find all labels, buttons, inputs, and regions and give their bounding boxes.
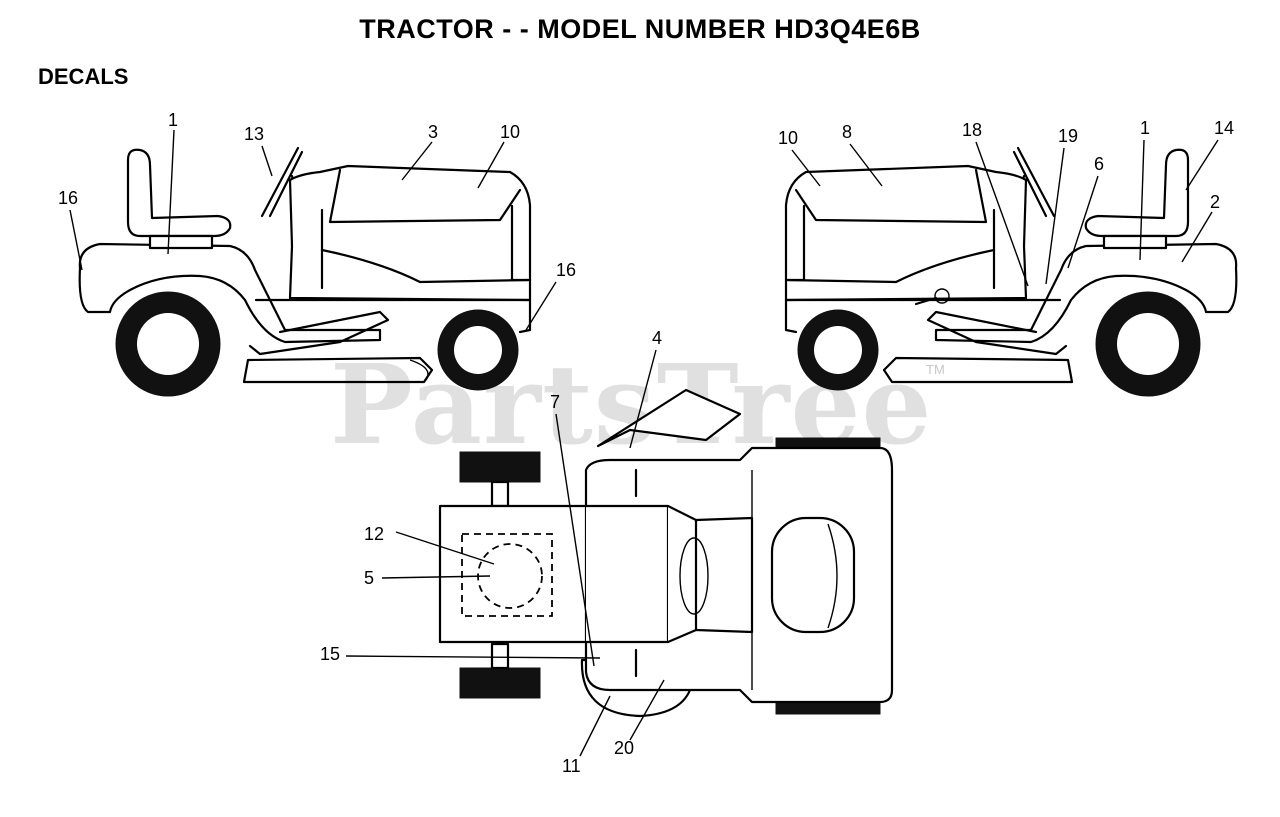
callout-label: 19 bbox=[1058, 126, 1078, 146]
watermark-trademark: TM bbox=[926, 362, 945, 377]
callouts-right: 10 8 18 19 1 14 6 2 bbox=[778, 118, 1234, 212]
callout-label: 7 bbox=[550, 392, 560, 412]
callout-label: 14 bbox=[1214, 118, 1234, 138]
callout-label: 15 bbox=[320, 644, 340, 664]
callouts-top: 4 7 12 5 15 11 20 bbox=[320, 328, 662, 776]
callout-label: 20 bbox=[614, 738, 634, 758]
callouts-left: 1 13 3 10 16 16 bbox=[58, 110, 576, 280]
callout-label: 16 bbox=[58, 188, 78, 208]
callout-label: 16 bbox=[556, 260, 576, 280]
callout-label: 1 bbox=[1140, 118, 1150, 138]
callout-label: 18 bbox=[962, 120, 982, 140]
callout-label: 13 bbox=[244, 124, 264, 144]
callout-label: 2 bbox=[1210, 192, 1220, 212]
callout-label: 6 bbox=[1094, 154, 1104, 174]
callout-label: 5 bbox=[364, 568, 374, 588]
callout-label: 1 bbox=[168, 110, 178, 130]
callout-label: 10 bbox=[778, 128, 798, 148]
tractor-right-side-view bbox=[784, 146, 1238, 397]
tractor-left-side-view bbox=[78, 146, 532, 397]
leader-lines bbox=[69, 129, 1219, 757]
callout-label: 10 bbox=[500, 122, 520, 142]
diagram-title: TRACTOR - - MODEL NUMBER HD3Q4E6B bbox=[359, 14, 921, 44]
callout-label: 8 bbox=[842, 122, 852, 142]
callout-label: 4 bbox=[652, 328, 662, 348]
callout-label: 3 bbox=[428, 122, 438, 142]
callout-label: 12 bbox=[364, 524, 384, 544]
tractor-top-view bbox=[438, 388, 894, 718]
section-heading: DECALS bbox=[38, 64, 129, 89]
callout-label: 11 bbox=[562, 756, 581, 776]
